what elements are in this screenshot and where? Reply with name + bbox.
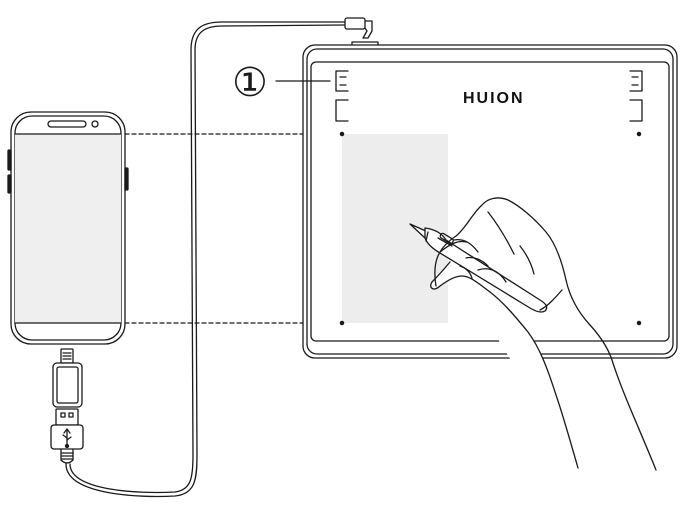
callout-number: ① xyxy=(232,60,268,106)
active-area xyxy=(342,134,448,323)
express-keys-left xyxy=(335,70,349,122)
projection-lines xyxy=(124,133,342,324)
usb-cable-icon xyxy=(50,17,373,498)
phone-screen xyxy=(15,134,121,323)
otg-adapter-icon xyxy=(52,348,83,408)
stylus-pen xyxy=(409,223,548,313)
express-keys-right xyxy=(629,70,643,122)
smartphone-icon xyxy=(7,111,129,345)
drawing-tablet-icon xyxy=(302,41,678,359)
hand-with-pen-icon xyxy=(409,197,657,471)
tablet-brand: HUION xyxy=(463,90,525,107)
